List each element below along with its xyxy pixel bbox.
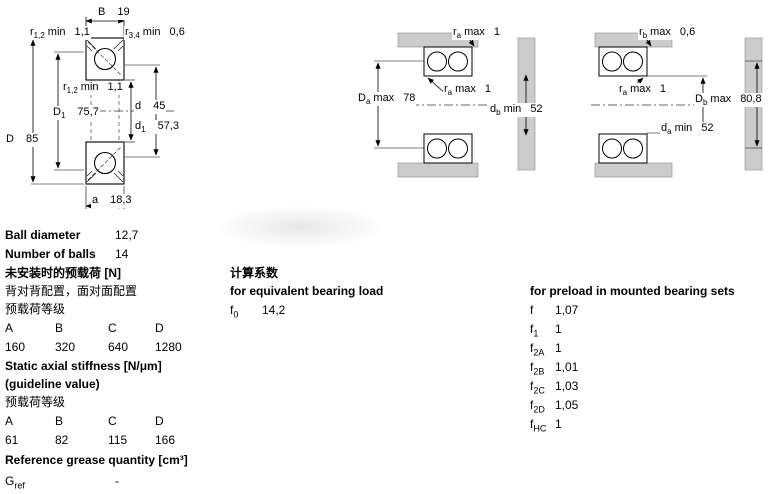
factor-symbol-f1: f1 [530,322,539,339]
factor-symbol-f2d: f2D [530,398,545,415]
stiffness-value-c: 115 [108,433,128,447]
factor-value-f0: 14,2 [262,303,286,317]
preload-values: 160 320 640 1280 [5,340,215,354]
factor-value-f1: 1 [555,322,562,336]
preload-class-label: 预载荷等级 [5,302,66,316]
factor-symbol-f2c: f2C [530,379,545,396]
factor-row-f2d: f2D 1,05 [530,398,578,414]
stiffness-title: Static axial stiffness [N/μm] [5,359,162,373]
stiffness-header-c: C [108,414,117,428]
left-dim-label-D1: D1 75,7 [52,106,100,121]
bearing-cross-section-diagram [30,17,177,209]
factor-value-fhc: 1 [555,417,562,431]
stiffness-value-b: 82 [55,433,69,447]
calculation-factors-title: 计算系数 [230,266,279,280]
factor-row-f: f 1,07 [530,303,578,319]
factor-value-f2d: 1,05 [555,398,579,412]
left-dim-label-d1: d1 57,3 [134,120,180,135]
preload-value-c: 640 [108,340,129,354]
factor-row-f1: f1 1 [530,322,562,338]
factor-row-fhc: fHC 1 [530,417,562,433]
grease-title: Reference grease quantity [cm³] [5,453,188,467]
factor-symbol-f0: f0 [230,303,239,320]
equivalent-load-subtitle: for equivalent bearing load [230,284,384,298]
preload-value-a: 160 [5,340,26,354]
stiffness-values: 61 82 115 166 [5,433,215,447]
mounting-diagram-shaft [591,32,763,178]
bearing-sections [423,46,473,164]
hatching [86,39,124,183]
factor-value-f2a: 1 [555,341,562,355]
preload-title: 未安装时的预载荷 [N] [5,266,121,280]
factor-value-f2c: 1,03 [555,379,579,393]
grease-ref-value: - [115,474,119,488]
ball-diameter-value: 12,7 [115,228,139,242]
factor-symbol-f: f [530,303,534,317]
stiffness-class-label: 预载荷等级 [5,395,66,409]
stiffness-value-a: 61 [5,433,19,447]
grease-ref-symbol: Gref [5,474,25,491]
contact-angle-lines [87,41,123,181]
ball-diameter-label: Ball diameter [5,228,81,242]
preload-header-a: A [5,321,14,335]
left-dim-label-d: d 45 [134,100,167,115]
preload-header-b: B [55,321,64,335]
stiffness-subtitle: (guideline value) [5,377,100,391]
bearing-sections [598,46,648,164]
stiffness-header-a: A [5,414,14,428]
left-dim-label-D: D 85 [5,133,40,148]
number-of-balls-value: 14 [115,247,129,261]
preload-value-d: 1280 [155,340,182,354]
factor-row-f0: f0 14,2 [230,303,285,319]
number-of-balls-label: Number of balls [5,247,96,261]
preload-header-c: C [108,321,117,335]
factor-symbol-f2a: f2A [530,341,545,358]
factor-value-f: 1,07 [555,303,579,317]
left-dim-label-B: B 19 [97,6,131,21]
factor-symbol-fhc: fHC [530,417,547,434]
factor-row-f2a: f2A 1 [530,341,562,357]
factor-row-f2c: f2C 1,03 [530,379,578,395]
stiffness-header-b: B [55,414,64,428]
stiffness-class-headers: A B C D [5,414,215,428]
grease-ref-row: Gref - [5,474,119,490]
preload-arrangement: 背对背配置，面对面配置 [5,284,138,298]
preload-value-b: 320 [55,340,76,354]
factor-row-f2b: f2B 1,01 [530,360,578,376]
watermark [213,205,388,249]
preload-class-headers: A B C D [5,321,215,335]
stiffness-value-d: 166 [155,433,176,447]
stiffness-header-d: D [155,414,164,428]
factor-symbol-f2b: f2B [530,360,545,377]
preload-header-d: D [155,321,164,335]
factor-value-f2b: 1,01 [555,360,579,374]
preload-sets-subtitle: for preload in mounted bearing sets [530,284,735,298]
left-dim-label-a: a 18,3 [91,194,133,209]
